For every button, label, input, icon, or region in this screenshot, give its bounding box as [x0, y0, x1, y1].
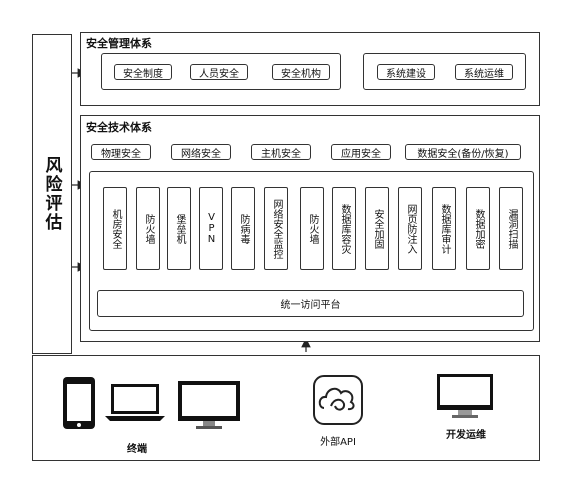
tech-column-bastion: 堡垒机 [167, 187, 191, 270]
monitor-icon [178, 381, 240, 429]
mgmt-item-system-ops: 系统运维 [455, 64, 513, 80]
tech-column-firewall-2: 防火墙 [300, 187, 324, 270]
api-cloud-icon [313, 375, 363, 425]
mgmt-item-organization: 安全机构 [272, 64, 330, 80]
tech-column-antivirus: 防病毒 [231, 187, 255, 270]
mgmt-item-personnel: 人员安全 [190, 64, 248, 80]
tech-item-physical: 物理安全 [91, 144, 151, 160]
unified-access-platform: 统一访问平台 [97, 290, 524, 317]
tech-column-vuln-scan: 漏洞扫描 [499, 187, 523, 270]
tech-column-network-monitor: 网络安全监控 [264, 187, 288, 270]
tech-column-machine-room: 机房安全 [103, 187, 127, 270]
tech-column-web-injection: 网页防注入 [398, 187, 422, 270]
external-api-label: 外部API [320, 437, 356, 448]
phone-icon [63, 377, 95, 429]
terminal-label: 终端 [127, 444, 147, 455]
risk-assessment-label: 风险评估 [41, 156, 62, 232]
tech-column-vpn: VPN [199, 187, 223, 270]
devops-monitor-icon [437, 374, 493, 418]
tech-item-data: 数据安全(备份/恢复) [405, 144, 521, 160]
tech-column-firewall-1: 防火墙 [136, 187, 160, 270]
devops-label: 开发运维 [446, 430, 486, 441]
laptop-icon [105, 384, 165, 421]
mgmt-item-system-rules: 安全制度 [114, 64, 172, 80]
tech-item-host: 主机安全 [251, 144, 311, 160]
tech-column-db-audit: 数据库审计 [432, 187, 456, 270]
tech-item-application: 应用安全 [331, 144, 391, 160]
tech-column-encryption: 数据加密 [466, 187, 490, 270]
technology-title: 安全技术体系 [86, 121, 152, 134]
tech-column-hardening: 安全加固 [365, 187, 389, 270]
management-title: 安全管理体系 [86, 37, 152, 50]
tech-item-network: 网络安全 [171, 144, 231, 160]
tech-column-db-dr: 数据库容灾 [332, 187, 356, 270]
risk-assessment-box: 风险评估 [32, 34, 72, 354]
mgmt-item-system-build: 系统建设 [377, 64, 435, 80]
